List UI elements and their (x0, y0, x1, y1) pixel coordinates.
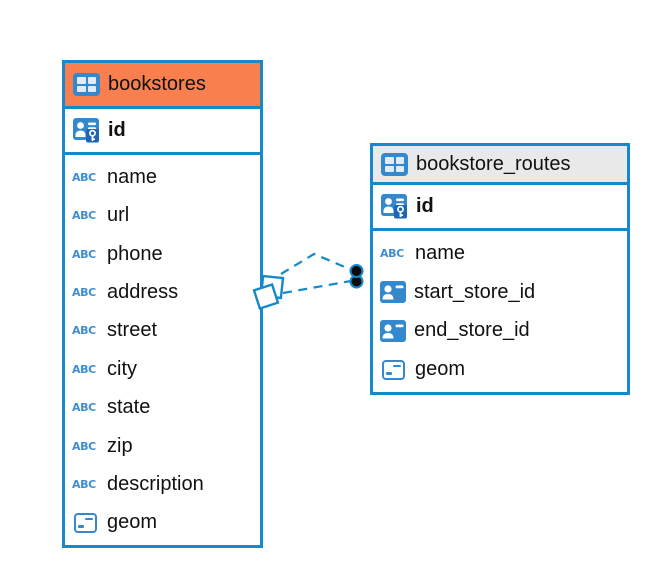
entity-header-bookstore-routes[interactable]: bookstore_routes (373, 146, 627, 185)
column-row-geom[interactable]: geom (373, 350, 627, 389)
column-name: zip (107, 434, 133, 457)
table-icon (73, 73, 100, 96)
column-row-phone[interactable]: ABC phone (65, 235, 260, 273)
column-name: url (107, 204, 130, 227)
column-row-geom[interactable]: geom (65, 504, 260, 542)
entity-title: bookstores (108, 73, 206, 95)
column-row-description[interactable]: ABC description (65, 465, 260, 503)
text-type-icon: ABC (72, 247, 96, 261)
entity-bookstores[interactable]: bookstores id ABC name ABC (62, 60, 263, 548)
text-type-icon: ABC (72, 439, 96, 453)
column-row-street[interactable]: ABC street (65, 312, 260, 350)
foreign-key-icon (380, 281, 406, 304)
column-name: street (107, 319, 158, 342)
text-type-icon: ABC (72, 324, 96, 338)
text-type-icon: ABC (72, 285, 96, 299)
column-row-city[interactable]: ABC city (65, 350, 260, 388)
text-type-icon: ABC (72, 477, 96, 491)
geometry-type-icon (382, 359, 405, 380)
column-list: ABC name ABC url ABC phone ABC address A… (65, 155, 260, 545)
pk-column-name: id (108, 119, 126, 141)
text-type-icon: ABC (72, 362, 96, 376)
primary-key-icon (73, 118, 99, 143)
column-name: city (107, 357, 137, 380)
column-name: start_store_id (414, 280, 536, 303)
column-row-start-store-id[interactable]: start_store_id (373, 273, 627, 312)
entity-header-bookstores[interactable]: bookstores (65, 63, 260, 109)
column-name: geom (415, 358, 466, 381)
table-icon (381, 152, 408, 176)
column-row-name[interactable]: ABC name (65, 158, 260, 196)
column-name: name (415, 241, 466, 264)
pk-row-bookstore-routes-id[interactable]: id (373, 185, 627, 231)
entity-bookstore-routes[interactable]: bookstore_routes id ABC name (370, 143, 630, 395)
text-type-icon: ABC (72, 209, 96, 223)
column-name: geom (107, 511, 158, 534)
column-row-end-store-id[interactable]: end_store_id (373, 312, 627, 351)
column-row-zip[interactable]: ABC zip (65, 427, 260, 465)
relationship-line (280, 252, 353, 275)
column-name: address (107, 280, 179, 303)
pk-row-bookstores-id[interactable]: id (65, 109, 260, 155)
column-row-state[interactable]: ABC state (65, 388, 260, 426)
dot-marker (349, 264, 364, 289)
text-type-icon: ABC (72, 170, 96, 184)
column-name: phone (107, 242, 163, 265)
pk-column-name: id (416, 195, 434, 217)
geometry-type-icon (74, 512, 97, 533)
column-row-name[interactable]: ABC name (373, 234, 627, 273)
text-type-icon: ABC (380, 246, 404, 260)
column-name: name (107, 165, 158, 188)
column-name: state (107, 396, 151, 419)
foreign-key-icon (380, 319, 406, 342)
relationship-line (282, 279, 352, 295)
text-type-icon: ABC (72, 401, 96, 415)
entity-title: bookstore_routes (416, 152, 571, 175)
column-list: ABC name start_store_id (373, 231, 627, 392)
column-row-address[interactable]: ABC address (65, 273, 260, 311)
column-name: description (107, 472, 204, 495)
primary-key-icon (381, 194, 407, 219)
column-name: end_store_id (414, 319, 530, 342)
column-row-url[interactable]: ABC url (65, 196, 260, 234)
